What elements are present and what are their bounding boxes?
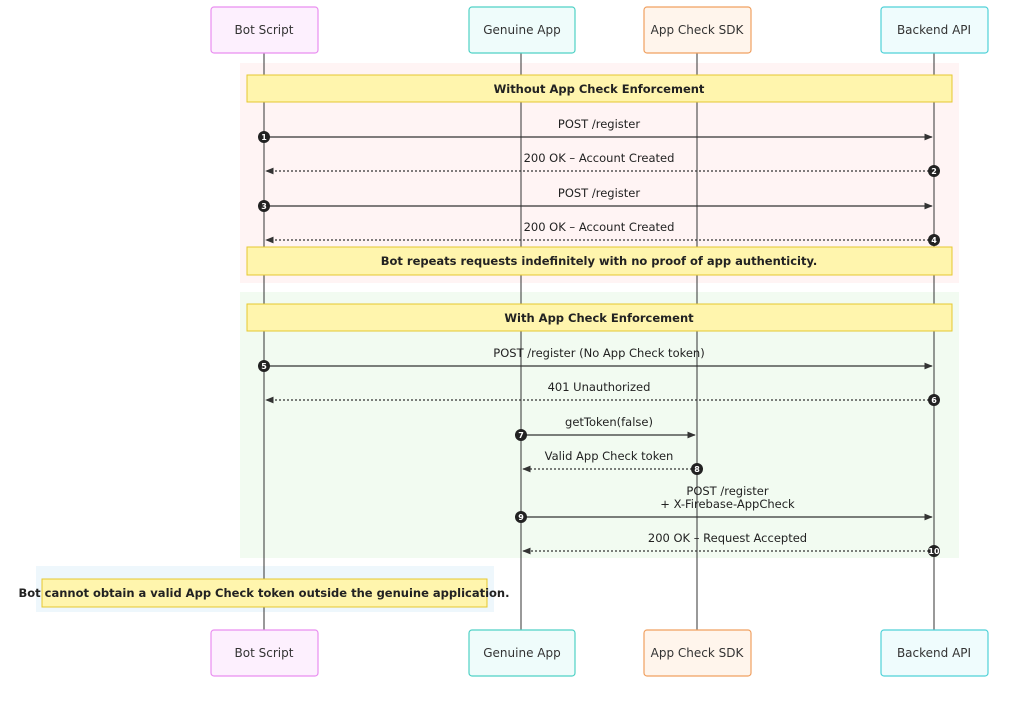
message-label-9-line-2: + X-Firebase-AppCheck xyxy=(660,497,795,511)
note-with-title: With App Check Enforcement xyxy=(504,311,694,325)
actor-box-backend-api-bottom xyxy=(880,629,989,677)
sequence-number-3: 3 xyxy=(261,202,267,211)
note-without-title-box xyxy=(246,74,953,103)
sequence-number-9: 9 xyxy=(518,513,524,522)
sequence-number-badge-5 xyxy=(258,360,270,372)
message-label-3: POST /register xyxy=(558,186,640,200)
note-without-footer: Bot repeats requests indefinitely with n… xyxy=(381,254,818,268)
sequence-number-badge-8 xyxy=(691,463,703,475)
actor-label-backend-api-top: Backend API xyxy=(897,23,971,37)
sequence-number-8: 8 xyxy=(694,465,700,474)
messages-group: POST /register 1 200 OK – Account Created 2… xyxy=(258,117,940,557)
message-label-2: 200 OK – Account Created xyxy=(524,151,675,165)
sequence-number-badge-6 xyxy=(928,394,940,406)
sequence-number-badge-9 xyxy=(515,511,527,523)
actor-box-app-check-sdk-top xyxy=(643,6,752,54)
sequence-number-7: 7 xyxy=(518,431,524,440)
message-label-9-line-1: POST /register xyxy=(686,484,768,498)
sequence-number-badge-4 xyxy=(928,234,940,246)
actor-box-bot-script-bottom xyxy=(210,629,319,677)
sequence-number-badge-3 xyxy=(258,200,270,212)
final-note: Bot cannot obtain a valid App Check toke… xyxy=(19,586,510,600)
sequence-number-badge-2 xyxy=(928,165,940,177)
sequence-number-badge-1 xyxy=(258,131,270,143)
message-label-6: 401 Unauthorized xyxy=(548,380,651,394)
actor-box-bot-script-top xyxy=(210,6,319,54)
sequence-number-5: 5 xyxy=(261,362,267,371)
message-label-10: 200 OK – Request Accepted xyxy=(648,531,807,545)
actor-box-backend-api-top xyxy=(880,6,989,54)
sequence-number-6: 6 xyxy=(931,396,937,405)
actor-label-genuine-app-top: Genuine App xyxy=(483,23,560,37)
actor-label-app-check-sdk-bottom: App Check SDK xyxy=(651,646,745,660)
sequence-number-4: 4 xyxy=(931,236,937,245)
actor-label-app-check-sdk-top: App Check SDK xyxy=(651,23,745,37)
message-label-1: POST /register xyxy=(558,117,640,131)
actor-box-genuine-app-bottom xyxy=(468,629,576,677)
actor-label-backend-api-bottom: Backend API xyxy=(897,646,971,660)
actor-label-bot-script-top: Bot Script xyxy=(235,23,294,37)
actor-label-genuine-app-bottom: Genuine App xyxy=(483,646,560,660)
sequence-number-badge-10 xyxy=(928,545,940,557)
message-label-8: Valid App Check token xyxy=(545,449,674,463)
actor-box-app-check-sdk-bottom xyxy=(643,629,752,677)
message-label-5: POST /register (No App Check token) xyxy=(493,346,704,360)
note-without-title: Without App Check Enforcement xyxy=(494,82,705,96)
sequence-number-1: 1 xyxy=(261,133,267,142)
note-with-title-box xyxy=(246,303,953,332)
message-label-4: 200 OK – Account Created xyxy=(524,220,675,234)
sequence-number-badge-7 xyxy=(515,429,527,441)
actor-box-genuine-app-top xyxy=(468,6,576,54)
sequence-number-10: 10 xyxy=(928,547,940,556)
final-note-box xyxy=(41,578,488,608)
note-without-footer-box xyxy=(246,246,953,276)
sequence-number-2: 2 xyxy=(931,167,937,176)
message-label-7: getToken(false) xyxy=(565,415,653,429)
section-with-background xyxy=(240,292,959,558)
actor-label-bot-script-bottom: Bot Script xyxy=(235,646,294,660)
